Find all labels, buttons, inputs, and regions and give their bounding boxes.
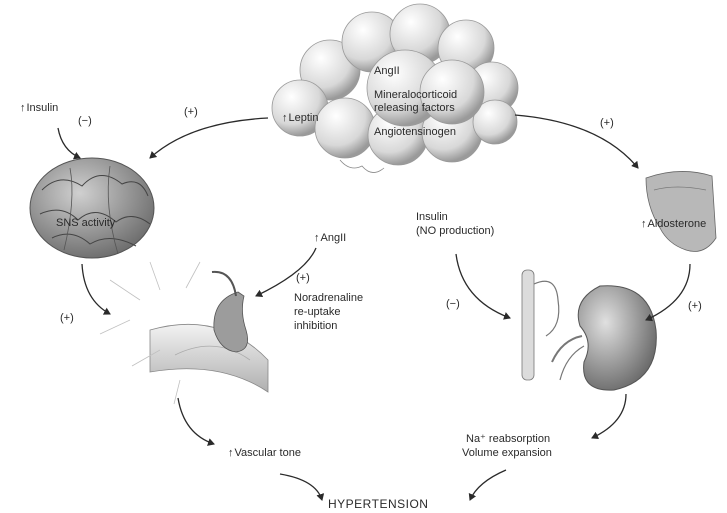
- insulin-no-inhibit-sign: (−): [446, 298, 460, 310]
- noradrenaline-line1: Noradrenaline: [294, 291, 363, 305]
- arrow-kidney-to-na: [592, 394, 626, 438]
- leptin-label: Leptin: [282, 111, 318, 125]
- arrow-adipose-to-adrenal: [515, 115, 638, 168]
- arrow-na-to-hypertension: [470, 470, 506, 500]
- hypertension-label: HYPERTENSION: [328, 497, 428, 511]
- noradrenaline-line3: inhibition: [294, 319, 337, 333]
- angii-label: AngII: [314, 231, 346, 245]
- angiotensinogen-label: Angiotensinogen: [374, 125, 456, 139]
- mineralocorticoid-label: Mineralocorticoid: [374, 88, 457, 102]
- arrow-brain-to-vessel: [82, 264, 110, 314]
- insulin-no-line1: Insulin: [416, 210, 448, 224]
- na-reabsorption-label: Na⁺ reabsorption: [466, 432, 550, 446]
- arrow-insulin-to-kidney: [456, 254, 510, 318]
- kidney-illustration: [522, 270, 656, 390]
- arrow-vascular-to-hypertension: [280, 474, 322, 500]
- angii-adipose-label: AngII: [374, 64, 400, 78]
- volume-expansion-label: Volume expansion: [462, 446, 552, 460]
- insulin-no-line2: (NO production): [416, 224, 494, 238]
- insulin-inhibit-sign: (−): [78, 115, 92, 127]
- brain-illustration: [30, 158, 154, 258]
- aldosterone-label: Aldosterone: [641, 217, 706, 231]
- releasing-factors-label: releasing factors: [374, 101, 455, 115]
- adrenal-plus-sign: (+): [600, 117, 614, 129]
- arrow-aldosterone-to-kidney: [646, 264, 690, 320]
- leptin-plus-sign: (+): [184, 106, 198, 118]
- noradrenaline-line2: re-uptake: [294, 305, 340, 319]
- aldosterone-plus-sign: (+): [688, 300, 702, 312]
- sns-activity-label: SNS activity: [56, 216, 115, 230]
- arrow-leptin-to-brain: [150, 118, 268, 158]
- arrow-insulin-to-brain: [58, 128, 80, 158]
- adrenal-gland-illustration: [646, 171, 716, 251]
- arrow-vessel-to-vascular-tone: [178, 398, 214, 444]
- insulin-top-label: Insulin: [20, 101, 58, 115]
- vessel-illustration: [100, 262, 268, 404]
- vascular-tone-label: Vascular tone: [228, 446, 301, 460]
- angii-plus-sign: (+): [296, 272, 310, 284]
- sns-plus-sign: (+): [60, 312, 74, 324]
